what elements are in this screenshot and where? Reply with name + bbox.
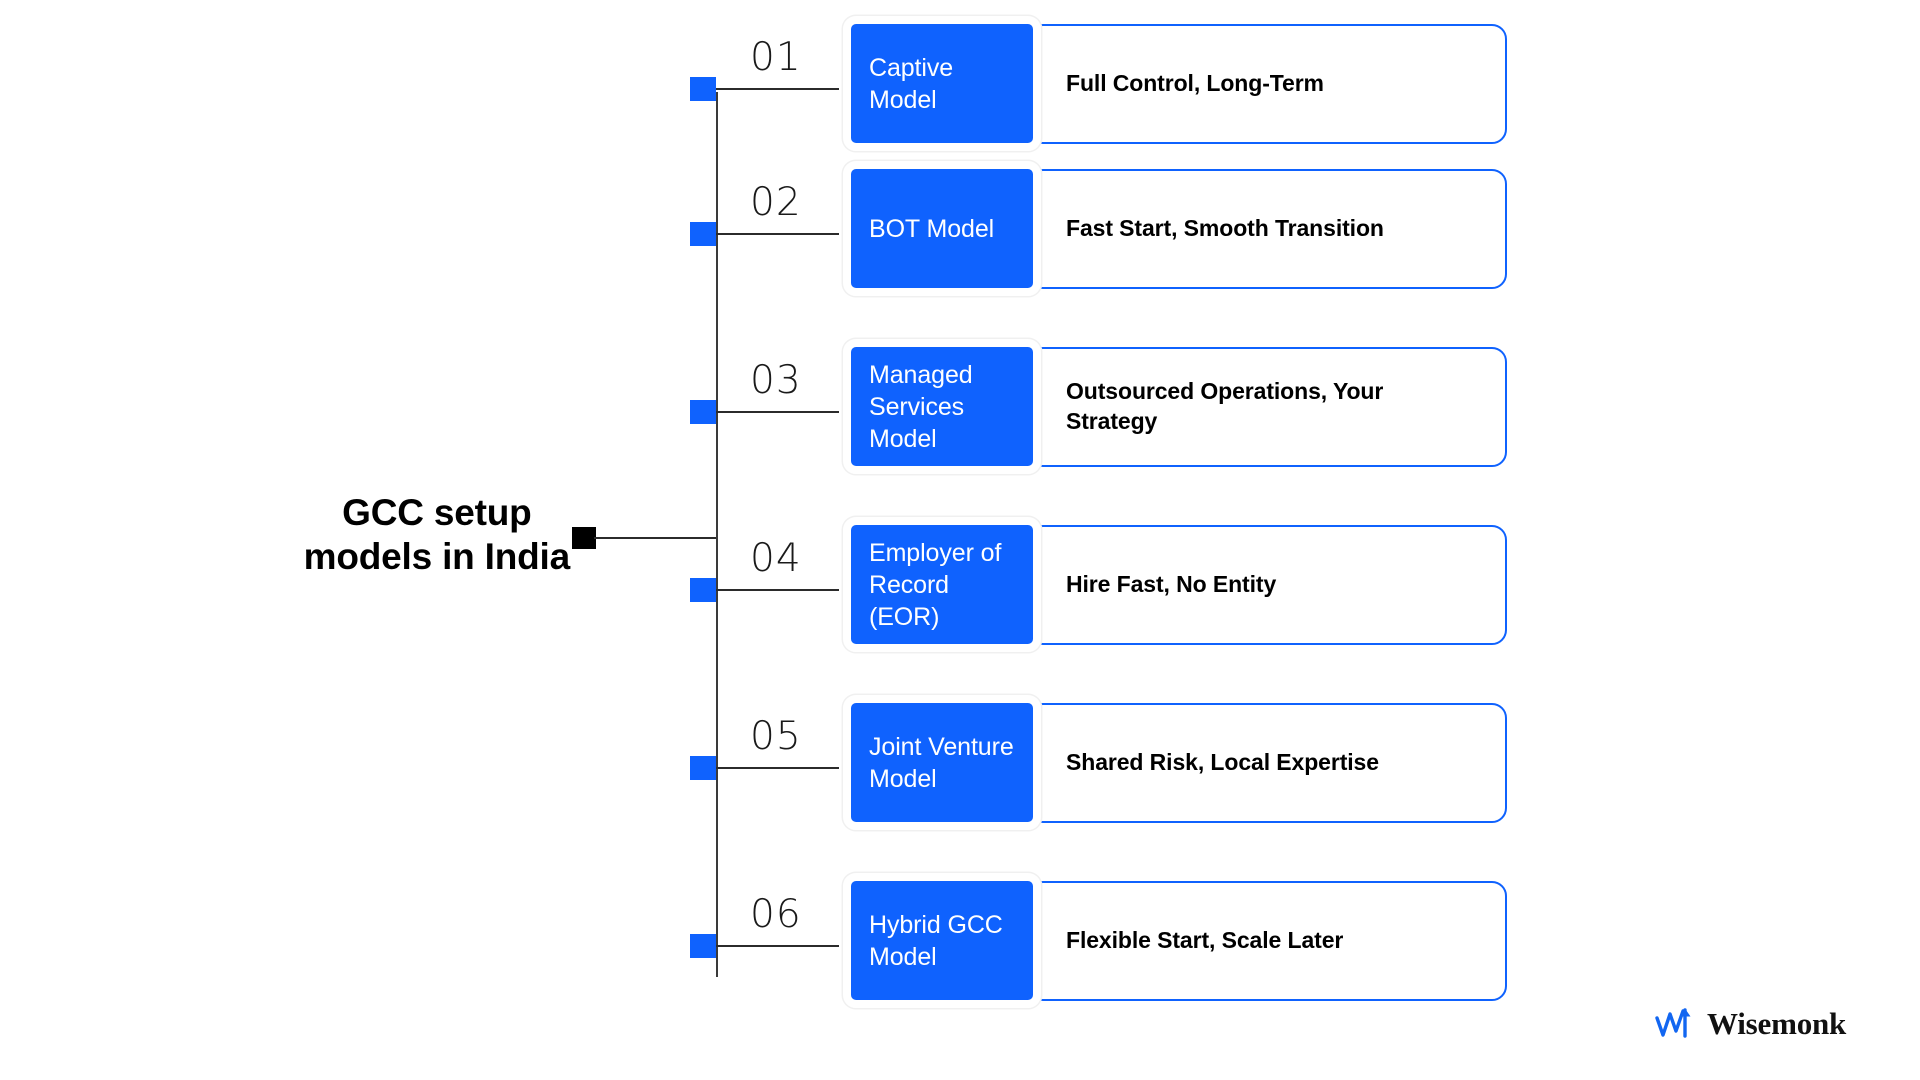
- card-group-04[interactable]: Hire Fast, No Entity Employer of Record …: [835, 513, 1507, 663]
- step-number-06: 06: [750, 892, 802, 937]
- model-label-text-02: BOT Model: [869, 214, 995, 243]
- step-number-05: 05: [750, 714, 802, 759]
- node-square-03: [690, 400, 716, 424]
- detail-card-01[interactable]: Full Control, Long-Term: [1028, 24, 1507, 144]
- brand-logo: Wisemonk: [1655, 1004, 1846, 1044]
- detail-text-02: Fast Start, Smooth Transition: [1066, 215, 1384, 242]
- detail-card-05[interactable]: Shared Risk, Local Expertise: [1028, 703, 1507, 823]
- detail-text-03: Outsourced Operations, Your Strategy: [1066, 378, 1384, 434]
- model-label-box-01[interactable]: Captive Model: [843, 16, 1041, 151]
- step-number-01: 01: [750, 35, 802, 80]
- card-group-02[interactable]: Fast Start, Smooth Transition BOT Model: [835, 157, 1507, 307]
- hub-connector-line: [594, 537, 718, 539]
- detail-text-06: Flexible Start, Scale Later: [1066, 927, 1344, 954]
- node-square-06: [690, 934, 716, 958]
- model-label-text-05: Joint Venture Model: [869, 732, 1014, 793]
- node-connector-05: [716, 767, 839, 769]
- node-square-05: [690, 756, 716, 780]
- detail-text-01: Full Control, Long-Term: [1066, 70, 1324, 97]
- model-label-box-05[interactable]: Joint Venture Model: [843, 695, 1041, 830]
- node-connector-02: [716, 233, 839, 235]
- model-label-box-04[interactable]: Employer of Record (EOR): [843, 517, 1041, 652]
- node-square-04: [690, 578, 716, 602]
- detail-card-03[interactable]: Outsourced Operations, Your Strategy: [1028, 347, 1507, 467]
- trunk-line: [716, 92, 718, 977]
- model-label-text-06: Hybrid GCC Model: [869, 910, 1003, 971]
- node-square-01: [690, 77, 716, 101]
- model-label-text-03: Managed Services Model: [869, 360, 973, 453]
- detail-card-02[interactable]: Fast Start, Smooth Transition: [1028, 169, 1507, 289]
- detail-text-04: Hire Fast, No Entity: [1066, 571, 1277, 598]
- detail-card-04[interactable]: Hire Fast, No Entity: [1028, 525, 1507, 645]
- step-number-02: 02: [750, 180, 802, 225]
- step-number-03: 03: [750, 358, 802, 403]
- card-group-03[interactable]: Outsourced Operations, Your Strategy Man…: [835, 335, 1507, 485]
- model-label-box-03[interactable]: Managed Services Model: [843, 339, 1041, 474]
- node-connector-01: [716, 88, 839, 90]
- node-square-02: [690, 222, 716, 246]
- card-group-06[interactable]: Flexible Start, Scale Later Hybrid GCC M…: [835, 869, 1507, 1019]
- card-group-01[interactable]: Full Control, Long-Term Captive Model: [835, 12, 1507, 162]
- card-group-05[interactable]: Shared Risk, Local Expertise Joint Ventu…: [835, 691, 1507, 841]
- model-label-box-02[interactable]: BOT Model: [843, 161, 1041, 296]
- page-title: GCC setup models in India: [303, 492, 571, 577]
- hub-node-square: [572, 527, 596, 549]
- model-label-text-01: Captive Model: [869, 53, 954, 114]
- hub-title-block: GCC setup models in India: [240, 490, 571, 580]
- model-label-text-04: Employer of Record (EOR): [869, 538, 1002, 631]
- node-connector-03: [716, 411, 839, 413]
- step-number-04: 04: [750, 536, 802, 581]
- upward-arrow-zigzag-icon: [1655, 1008, 1691, 1038]
- node-connector-04: [716, 589, 839, 591]
- detail-text-05: Shared Risk, Local Expertise: [1066, 749, 1379, 776]
- brand-logo-text: Wisemonk: [1707, 1006, 1847, 1041]
- model-label-box-06[interactable]: Hybrid GCC Model: [843, 873, 1041, 1008]
- detail-card-06[interactable]: Flexible Start, Scale Later: [1028, 881, 1507, 1001]
- node-connector-06: [716, 945, 839, 947]
